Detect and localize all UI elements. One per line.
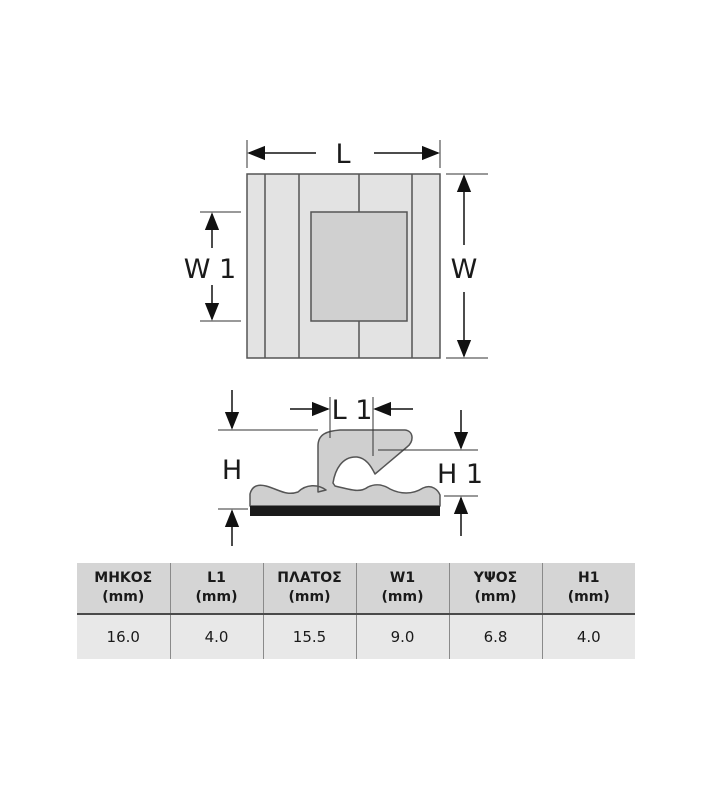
value-w1: 9.0 [355, 614, 449, 659]
table-row: 16.0 4.0 15.5 9.0 6.8 4.0 [77, 614, 635, 659]
technical-drawing: L W W 1 L 1 H H 1 [184, 139, 488, 546]
dim-label-h: H [222, 455, 242, 486]
value-h1: 4.0 [541, 614, 635, 659]
value-l1: 4.0 [169, 614, 263, 659]
spec-table-header-row: ΜΗΚΟΣ(mm) L1(mm) ΠΛΑΤΟΣ(mm) W1(mm) ΥΨΟΣ(… [77, 563, 635, 615]
spec-table: ΜΗΚΟΣ(mm) L1(mm) ΠΛΑΤΟΣ(mm) W1(mm) ΥΨΟΣ(… [77, 563, 635, 659]
value-height: 6.8 [448, 614, 542, 659]
dim-label-w1: W 1 [184, 254, 236, 285]
header-height: ΥΨΟΣ(mm) [448, 563, 542, 615]
dim-label-l: L [335, 139, 350, 170]
side-profile: L 1 H H 1 [218, 390, 483, 546]
header-l1: L1(mm) [169, 563, 263, 615]
value-width: 15.5 [262, 614, 356, 659]
top-view-inner-square [310, 211, 408, 322]
value-length: 16.0 [77, 614, 170, 659]
profile-body [249, 429, 441, 507]
dim-label-l1: L 1 [332, 395, 373, 426]
dim-label-w: W [451, 254, 478, 285]
header-w1: W1(mm) [355, 563, 449, 615]
profile-adhesive-base [250, 506, 440, 516]
header-h1: H1(mm) [541, 563, 635, 615]
header-width: ΠΛΑΤΟΣ(mm) [262, 563, 356, 615]
dim-label-h1: H 1 [437, 459, 483, 490]
header-length: ΜΗΚΟΣ(mm) [77, 563, 170, 615]
top-view: L W W 1 [184, 139, 488, 359]
